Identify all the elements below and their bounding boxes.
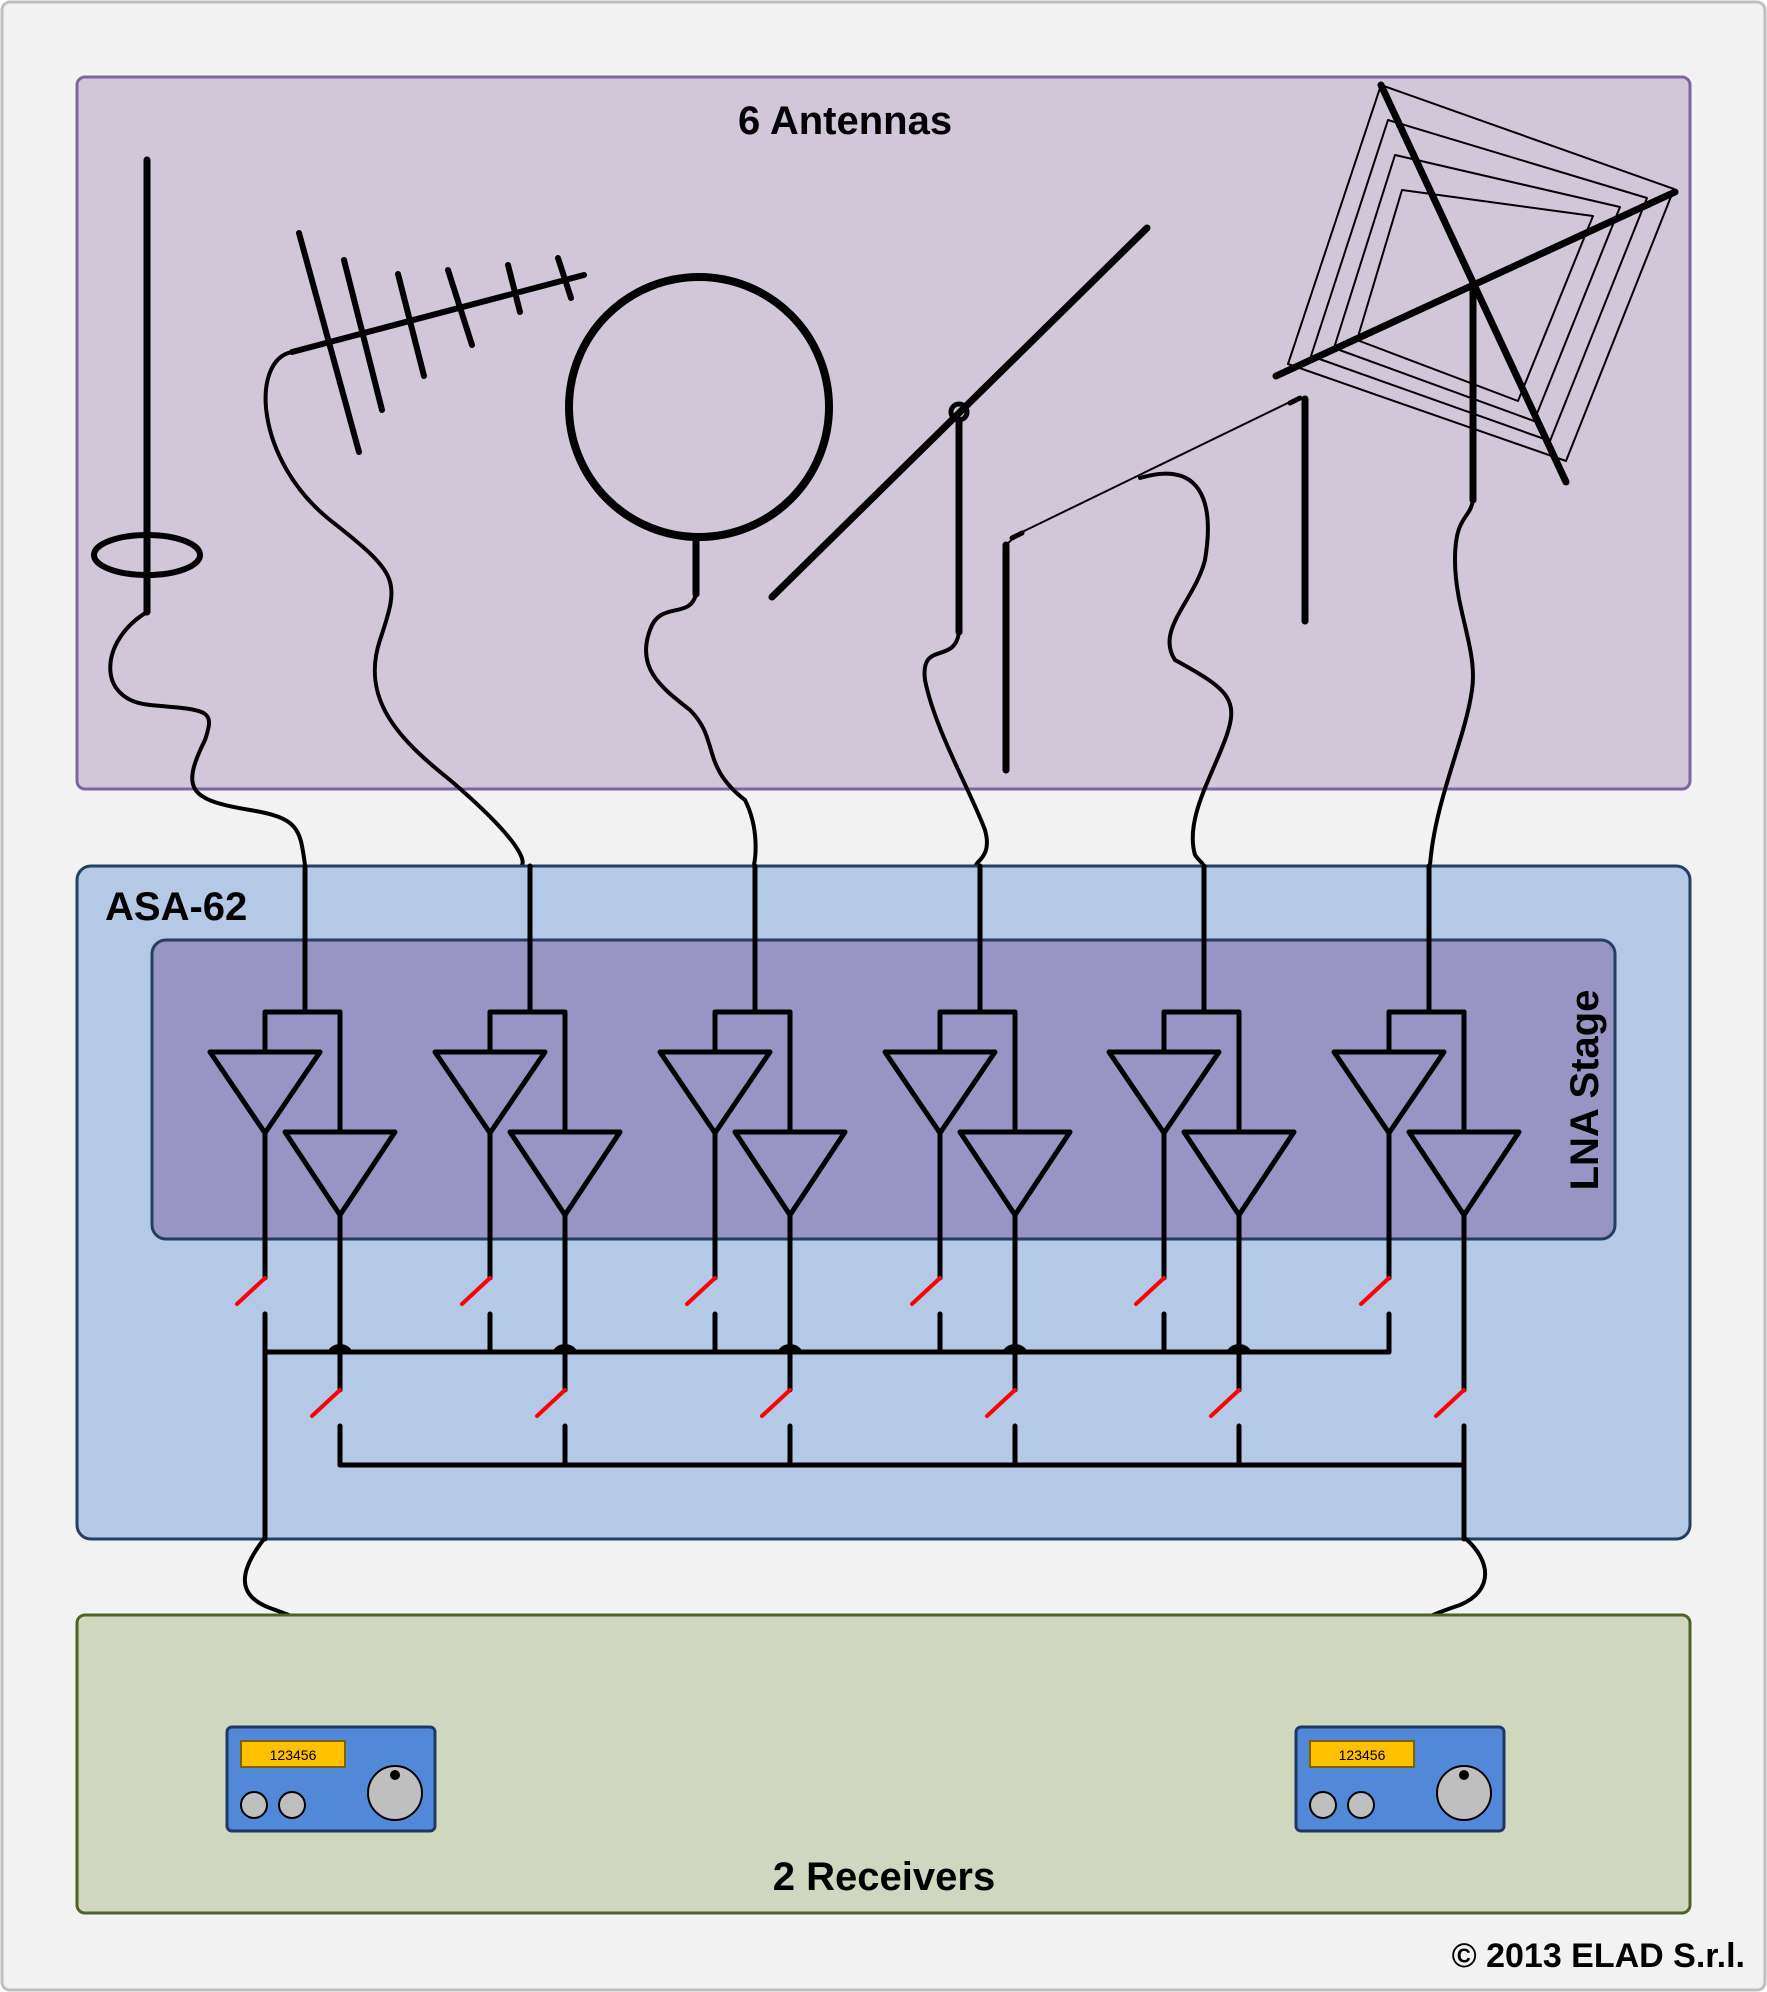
amplifier-icon — [507, 1129, 623, 1218]
amplifier-icon — [207, 1049, 323, 1136]
switch-matrix — [235, 1130, 1467, 1542]
amplifier-icon — [1181, 1129, 1297, 1218]
receiver-knob-icon — [367, 1765, 423, 1821]
receivers-panel-bg — [75, 1613, 1692, 1915]
switch-contact — [235, 1276, 267, 1306]
amplifier-icon — [882, 1049, 998, 1136]
receiver-button-icon — [278, 1791, 306, 1819]
switch-contact — [460, 1276, 492, 1306]
asa62-label: ASA-62 — [105, 885, 247, 929]
antennas-label: 6 Antennas — [738, 99, 952, 143]
loop-antenna-icon — [565, 273, 833, 598]
quad-antenna-icon — [1272, 81, 1679, 504]
asa62-panel: ASA-62 LNA Stage — [75, 863, 1692, 1542]
lna-amplifiers — [207, 863, 1522, 1218]
switch-contact — [310, 1388, 342, 1418]
switch-contact — [1359, 1276, 1391, 1306]
receivers-panel: 2 Receivers 123456 123456 — [75, 1613, 1692, 1915]
dipole-antenna-icon — [768, 224, 1151, 636]
receiver-1: 123456 — [225, 1725, 437, 1833]
receiver-knob-icon — [1436, 1765, 1492, 1821]
receiver-knob-marker — [1459, 1770, 1469, 1780]
receiver-display — [1309, 1740, 1415, 1768]
amplifier-icon — [1331, 1049, 1447, 1136]
switch-contact — [1134, 1276, 1166, 1306]
receiver-display-text: 123456 — [270, 1747, 317, 1763]
switch-contact — [685, 1276, 717, 1306]
switch-contact — [985, 1388, 1017, 1418]
switch-contact — [760, 1388, 792, 1418]
amplifier-icon — [732, 1129, 848, 1218]
receiver-display-text: 123456 — [1339, 1747, 1386, 1763]
lna-stage-panel — [150, 938, 1617, 1241]
receiver-button-icon — [1347, 1791, 1375, 1819]
receivers-label: 2 Receivers — [773, 1855, 995, 1899]
switch-contact — [535, 1388, 567, 1418]
amplifier-icon — [1106, 1049, 1222, 1136]
amplifier-icon — [432, 1049, 548, 1136]
antennas-panel-bg — [75, 75, 1692, 791]
amplifier-icon — [282, 1129, 398, 1218]
receiver-button-icon — [1309, 1791, 1337, 1819]
antennas-panel: 6 Antennas — [75, 75, 1692, 867]
amplifier-icon — [1406, 1129, 1522, 1218]
amplifier-icon — [957, 1129, 1073, 1218]
switch-contact — [1434, 1388, 1466, 1418]
receiver-2: 123456 — [1294, 1725, 1506, 1833]
yagi-antenna-icon — [289, 230, 587, 455]
receiver-display — [240, 1740, 346, 1768]
vertical-antenna-icon — [91, 156, 203, 616]
receiver-button-icon — [240, 1791, 268, 1819]
lna-stage-label: LNA Stage — [1563, 990, 1607, 1191]
switch-contact — [1209, 1388, 1241, 1418]
antenna-feed-cables — [108, 350, 1475, 867]
amplifier-icon — [657, 1049, 773, 1136]
phased-verticals-icon — [1002, 395, 1309, 774]
switch-contact — [910, 1276, 942, 1306]
receiver-knob-marker — [390, 1770, 400, 1780]
copyright-text: © 2013 ELAD S.r.l. — [1452, 1937, 1745, 1975]
